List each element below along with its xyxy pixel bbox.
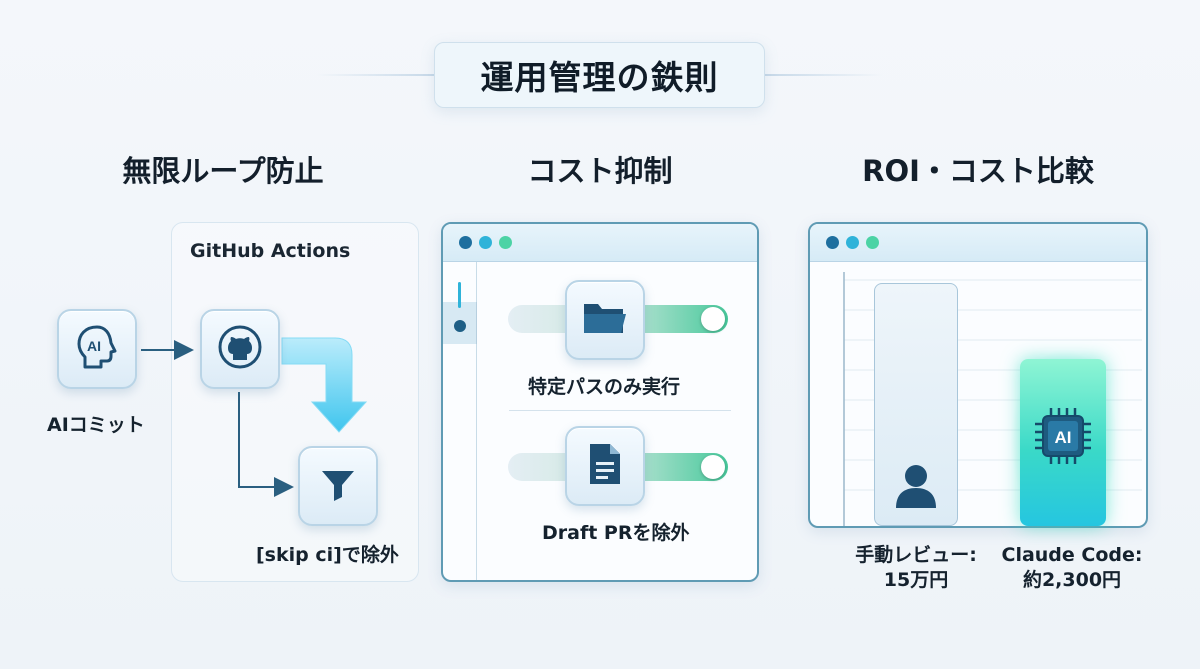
filter-icon [317, 463, 359, 509]
title-rule-left [316, 74, 434, 76]
person-icon [894, 462, 938, 514]
ai-head-icon: AI [71, 321, 123, 377]
claude-code-label-line1: Claude Code: [1001, 544, 1143, 566]
window-dot [499, 236, 512, 249]
folder-tile [565, 280, 645, 360]
cost-heading: コスト抑制 [527, 154, 673, 188]
cost-window-sidebar [443, 262, 477, 580]
toggle-knob [701, 307, 725, 331]
window-dot [866, 236, 879, 249]
cost-divider [509, 410, 731, 411]
window-dot [846, 236, 859, 249]
svg-text:AI: AI [87, 338, 101, 354]
window-dot [479, 236, 492, 249]
github-icon [216, 323, 264, 375]
toggle-knob [701, 455, 725, 479]
manual-review-cost: 15万円 [883, 569, 949, 591]
claude-code-label: Claude Code: 約2,300円 [992, 543, 1152, 593]
title-rule-right [765, 74, 883, 76]
github-actions-panel [171, 222, 419, 582]
ai-head-tile: AI [57, 309, 137, 389]
svg-text:AI: AI [1055, 428, 1072, 447]
ai-chip-icon: AI [1031, 404, 1095, 472]
cost-window-titlebar [443, 224, 757, 262]
roi-window-titlebar [810, 224, 1146, 262]
scroll-dot [454, 320, 466, 332]
claude-code-cost: 約2,300円 [1022, 569, 1122, 591]
manual-review-label: 手動レビュー: 15万円 [836, 543, 996, 593]
document-icon [586, 442, 624, 490]
big-flow-arrow [281, 337, 368, 433]
github-actions-title: GitHub Actions [190, 240, 351, 262]
window-dot [459, 236, 472, 249]
folder-icon [581, 297, 629, 343]
arrow-github-to-filter [238, 392, 294, 497]
github-tile [200, 309, 280, 389]
ai-commit-label: AIコミット [47, 414, 145, 436]
page-title: 運用管理の鉄則 [434, 42, 765, 108]
cost-item-label-0: 特定パスのみ実行 [528, 376, 681, 398]
loop-heading: 無限ループ防止 [122, 154, 324, 188]
window-dot [826, 236, 839, 249]
scroll-line [458, 282, 461, 308]
roi-heading: ROI・コスト比較 [862, 154, 1094, 188]
document-tile [565, 426, 645, 506]
cost-item-label-1: Draft PRを除外 [542, 522, 690, 544]
skip-ci-label: [skip ci]で除外 [256, 544, 399, 566]
manual-review-label-line1: 手動レビュー: [855, 544, 977, 566]
filter-tile [298, 446, 378, 526]
